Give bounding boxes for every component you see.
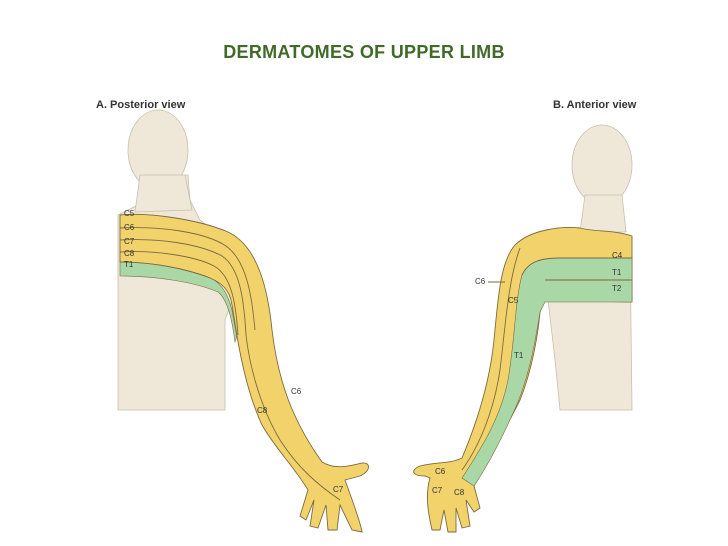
anterior-label-c7-hand: C7: [432, 486, 443, 495]
anterior-label-c4: C4: [612, 251, 623, 260]
anterior-label-t1-arm: T1: [514, 351, 524, 360]
anterior-label-c6: C6: [475, 277, 486, 286]
posterior-label-c5: C5: [124, 209, 135, 218]
anterior-figure: C4 T1 T2 C6 C5 T1 C6 C7 C8: [413, 124, 633, 533]
anterior-label-c8-hand: C8: [454, 488, 465, 497]
posterior-label-c6: C6: [124, 223, 135, 232]
posterior-label-c8: C8: [124, 249, 135, 258]
anterior-label-t1: T1: [612, 268, 622, 277]
posterior-neck: [134, 174, 193, 213]
anterior-label-t2: T2: [612, 284, 622, 293]
anterior-label-c6-hand: C6: [435, 467, 446, 476]
anterior-head: [571, 124, 633, 206]
posterior-label-c6-arm: C6: [291, 387, 302, 396]
posterior-figure: C5 C6 C7 C8 T1 C6 C8 C7: [117, 109, 369, 533]
posterior-boundaries: [119, 227, 341, 501]
anterior-label-c5: C5: [508, 296, 519, 305]
posterior-label-c7: C7: [124, 237, 135, 246]
anterior-view-label: B. Anterior view: [553, 99, 637, 111]
page-title: DERMATOMES OF UPPER LIMB: [223, 42, 505, 62]
anterior-boundaries: [461, 247, 632, 471]
posterior-label-t1: T1: [124, 260, 134, 269]
posterior-label-c7-hand: C7: [333, 485, 344, 494]
posterior-arm: [119, 213, 369, 533]
anterior-neck: [579, 194, 627, 233]
posterior-label-c8-arm: C8: [257, 406, 268, 415]
posterior-view-label: A. Posterior view: [96, 99, 186, 111]
